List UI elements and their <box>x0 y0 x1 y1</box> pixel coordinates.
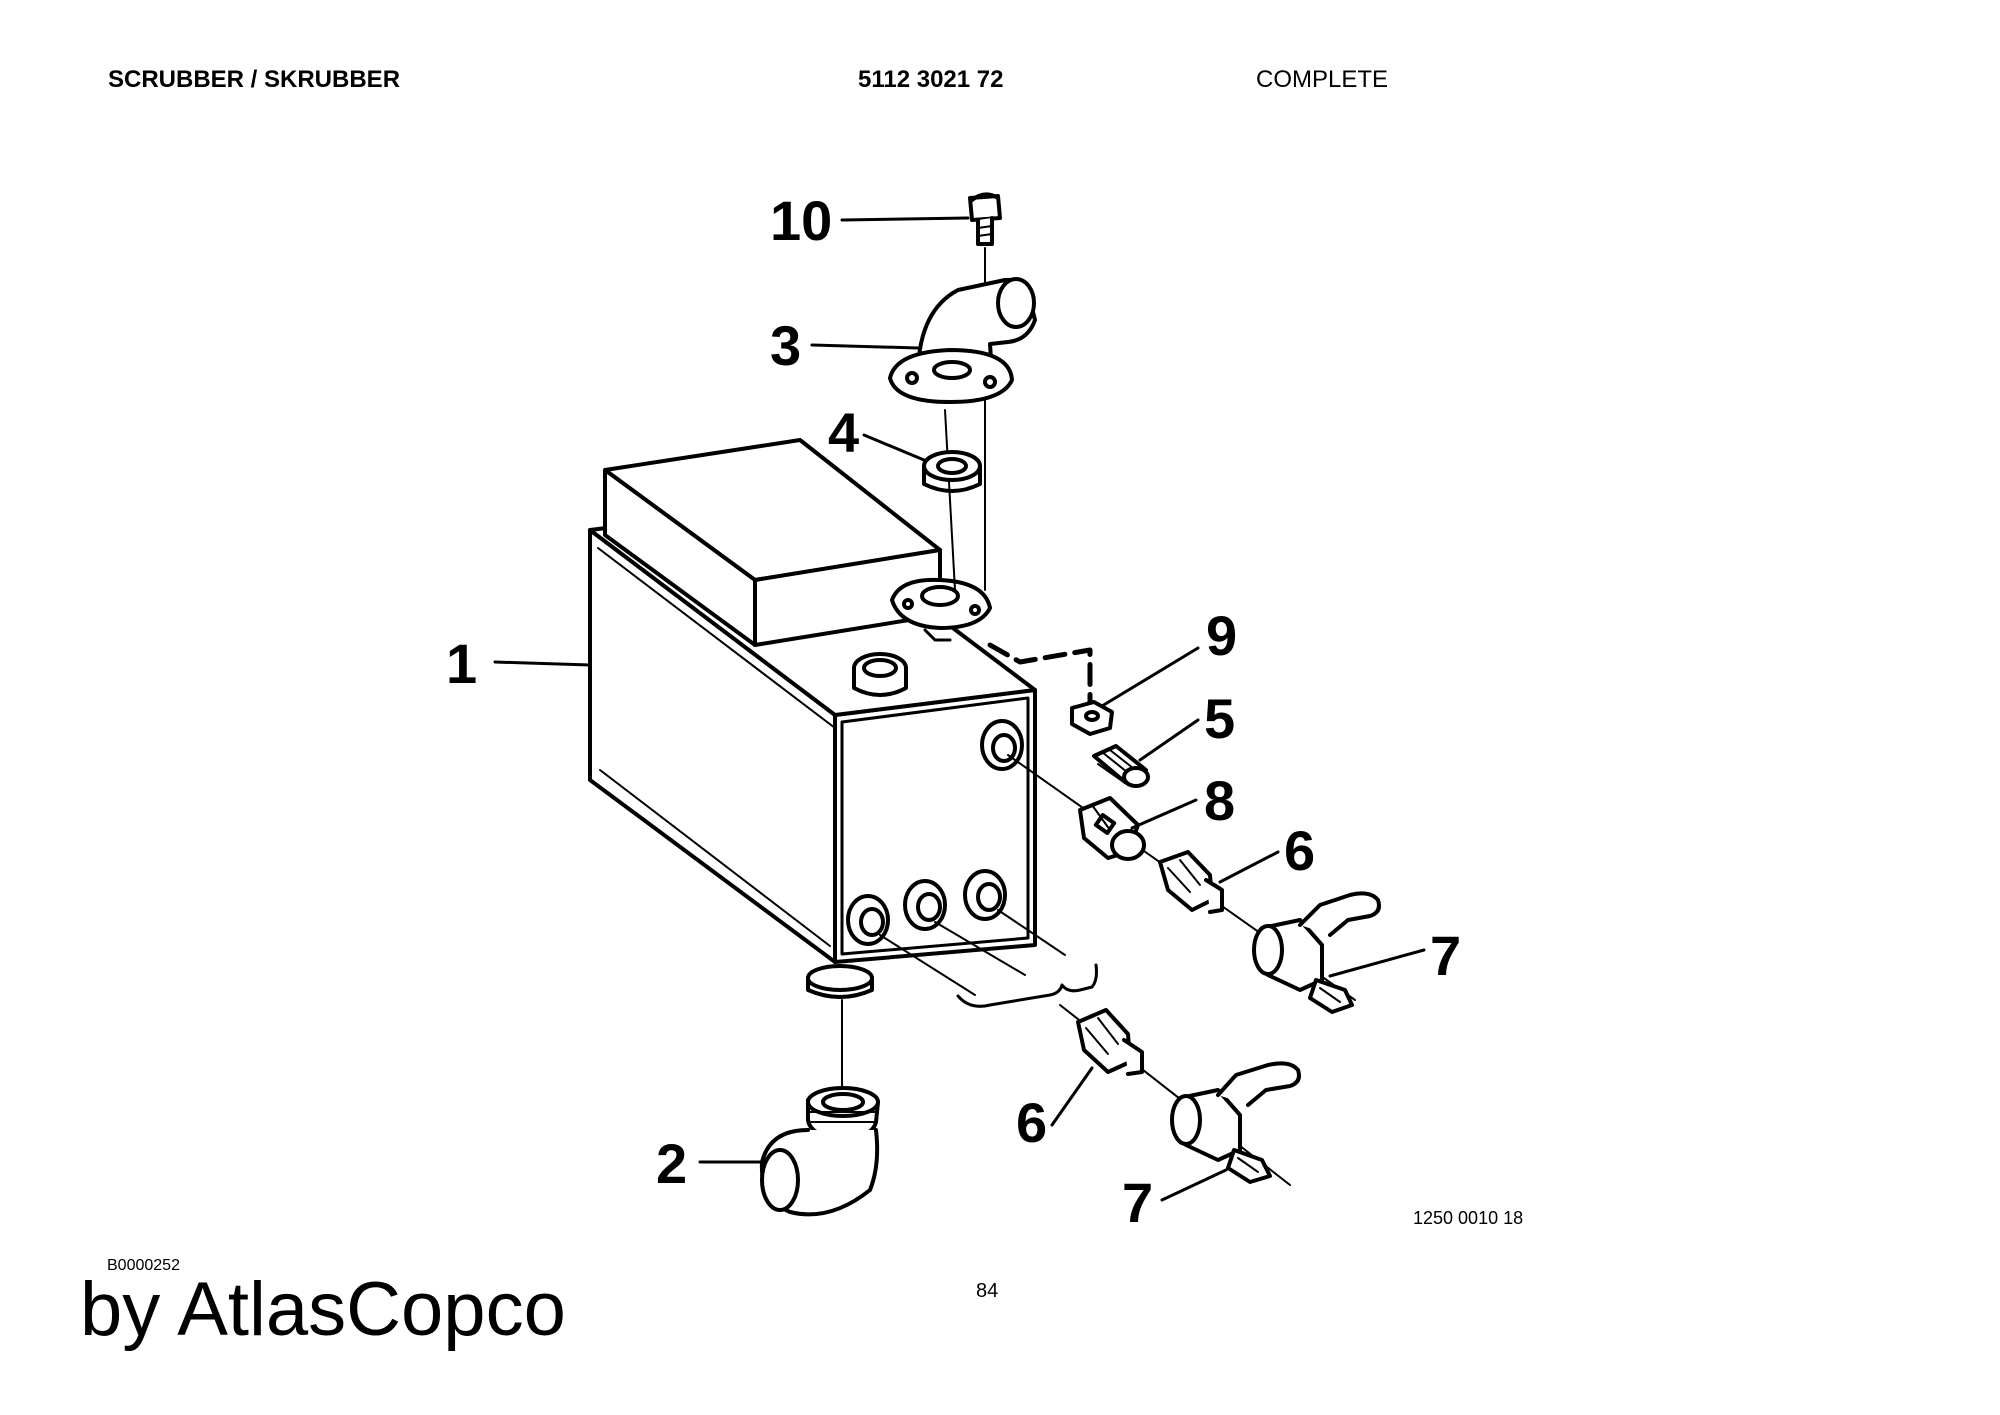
callout-4: 4 <box>828 401 859 464</box>
part-4-washer <box>922 450 982 493</box>
document-code: B0000252 <box>107 1257 180 1274</box>
part-9-nut <box>1070 700 1114 736</box>
port-bracket <box>956 963 1098 1008</box>
lower-ports <box>846 869 1007 946</box>
part-number: 5112 3021 72 <box>858 66 1004 93</box>
callout-9: 9 <box>1206 604 1237 667</box>
part-8-fitting <box>1078 796 1146 861</box>
callout-6: 6 <box>1016 1091 1047 1154</box>
part-3-elbow <box>888 277 1037 404</box>
page-title: SCRUBBER / SKRUBBER <box>108 66 401 93</box>
part-5-nipple <box>1092 744 1150 788</box>
callout-10: 10 <box>770 189 832 252</box>
top-outlet-flange <box>890 577 992 642</box>
callout-1: 1 <box>446 632 477 695</box>
page-number: 84 <box>976 1280 999 1302</box>
callout-7: 7 <box>1430 924 1461 987</box>
callout-6: 6 <box>1284 819 1315 882</box>
part-7-cock-upper <box>1252 891 1381 1014</box>
part-6-adapter-lower <box>1076 1008 1144 1076</box>
assembly-status: COMPLETE <box>1256 66 1389 93</box>
callout-5: 5 <box>1204 687 1235 750</box>
part-7-cock-lower <box>1170 1061 1301 1184</box>
callout-2: 2 <box>656 1132 687 1195</box>
leader-lines <box>493 216 1426 1202</box>
bottom-drain-boss <box>806 964 874 999</box>
callout-3: 3 <box>770 314 801 377</box>
part-10-bolt <box>968 192 1002 246</box>
dashed-connection <box>987 642 1093 705</box>
filler-cap <box>852 652 908 697</box>
figure-reference: 1250 0010 18 <box>1413 1208 1524 1228</box>
part-2-elbow <box>759 1086 880 1217</box>
brand-watermark: by AtlasCopco <box>80 1267 566 1352</box>
callout-7: 7 <box>1122 1171 1153 1234</box>
callout-8: 8 <box>1204 769 1235 832</box>
part-6-adapter-upper <box>1158 850 1224 914</box>
scrubber-lid <box>603 438 942 647</box>
